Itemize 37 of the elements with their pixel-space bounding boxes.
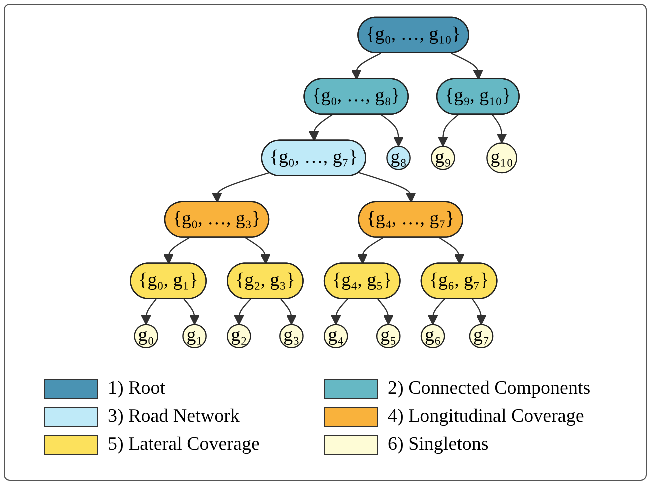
- node-circle: g₉: [431, 146, 456, 170]
- arrow: [439, 237, 465, 264]
- legend-label: 6) Singletons: [388, 434, 489, 456]
- arrow: [378, 299, 394, 326]
- legend-label: 1) Root: [108, 378, 166, 400]
- arrow: [351, 52, 382, 80]
- node-circle: g₇: [469, 324, 494, 349]
- legend-label: 3) Road Network: [108, 406, 240, 428]
- arrow: [438, 114, 459, 148]
- arrow: [472, 299, 487, 326]
- legend-label: 5) Lateral Coverage: [108, 434, 260, 456]
- arrow: [212, 172, 270, 203]
- node-circle: g₆: [420, 324, 446, 349]
- node-circle: g₁₀: [486, 142, 518, 174]
- arrow: [234, 298, 252, 326]
- arrow: [330, 298, 348, 326]
- arrow: [245, 237, 271, 264]
- arrow: [141, 299, 157, 326]
- arrow: [492, 114, 508, 144]
- legend-label: 4) Longitudinal Coverage: [388, 406, 584, 428]
- node-circle: g₀: [134, 324, 158, 349]
- arrow: [280, 299, 297, 326]
- node-circle: g₁: [182, 324, 207, 349]
- arrow: [357, 237, 384, 264]
- arrow: [428, 298, 446, 326]
- node-circle: g₈: [386, 146, 411, 170]
- node-circle: g₄: [324, 324, 348, 349]
- arrow: [308, 114, 333, 142]
- arrow: [359, 172, 416, 203]
- node-circle: g₂: [227, 324, 252, 349]
- arrow: [184, 299, 200, 326]
- node-circle: g₅: [376, 324, 401, 349]
- arrow: [164, 237, 190, 264]
- arrow: [451, 52, 484, 80]
- node-circle: g₃: [280, 324, 304, 349]
- arrow: [381, 114, 404, 148]
- legend-label: 2) Connected Components: [388, 378, 591, 400]
